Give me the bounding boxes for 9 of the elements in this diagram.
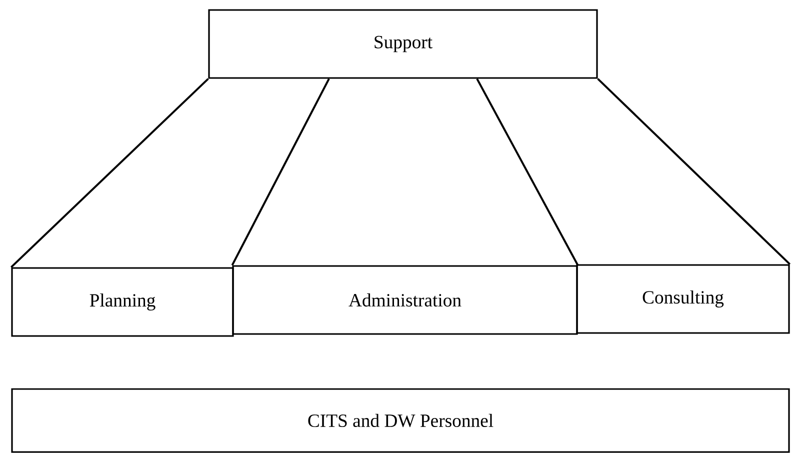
connector-line [597,78,790,265]
personnel-box: CITS and DW Personnel [11,388,790,453]
connector-line [10,78,209,268]
connector-line [476,78,579,266]
unit-box: Consulting [576,264,790,334]
connector-line [231,78,330,266]
unit-box: Administration [232,265,578,335]
unit-box: Planning [11,267,234,337]
unit-box: Support [208,9,598,79]
